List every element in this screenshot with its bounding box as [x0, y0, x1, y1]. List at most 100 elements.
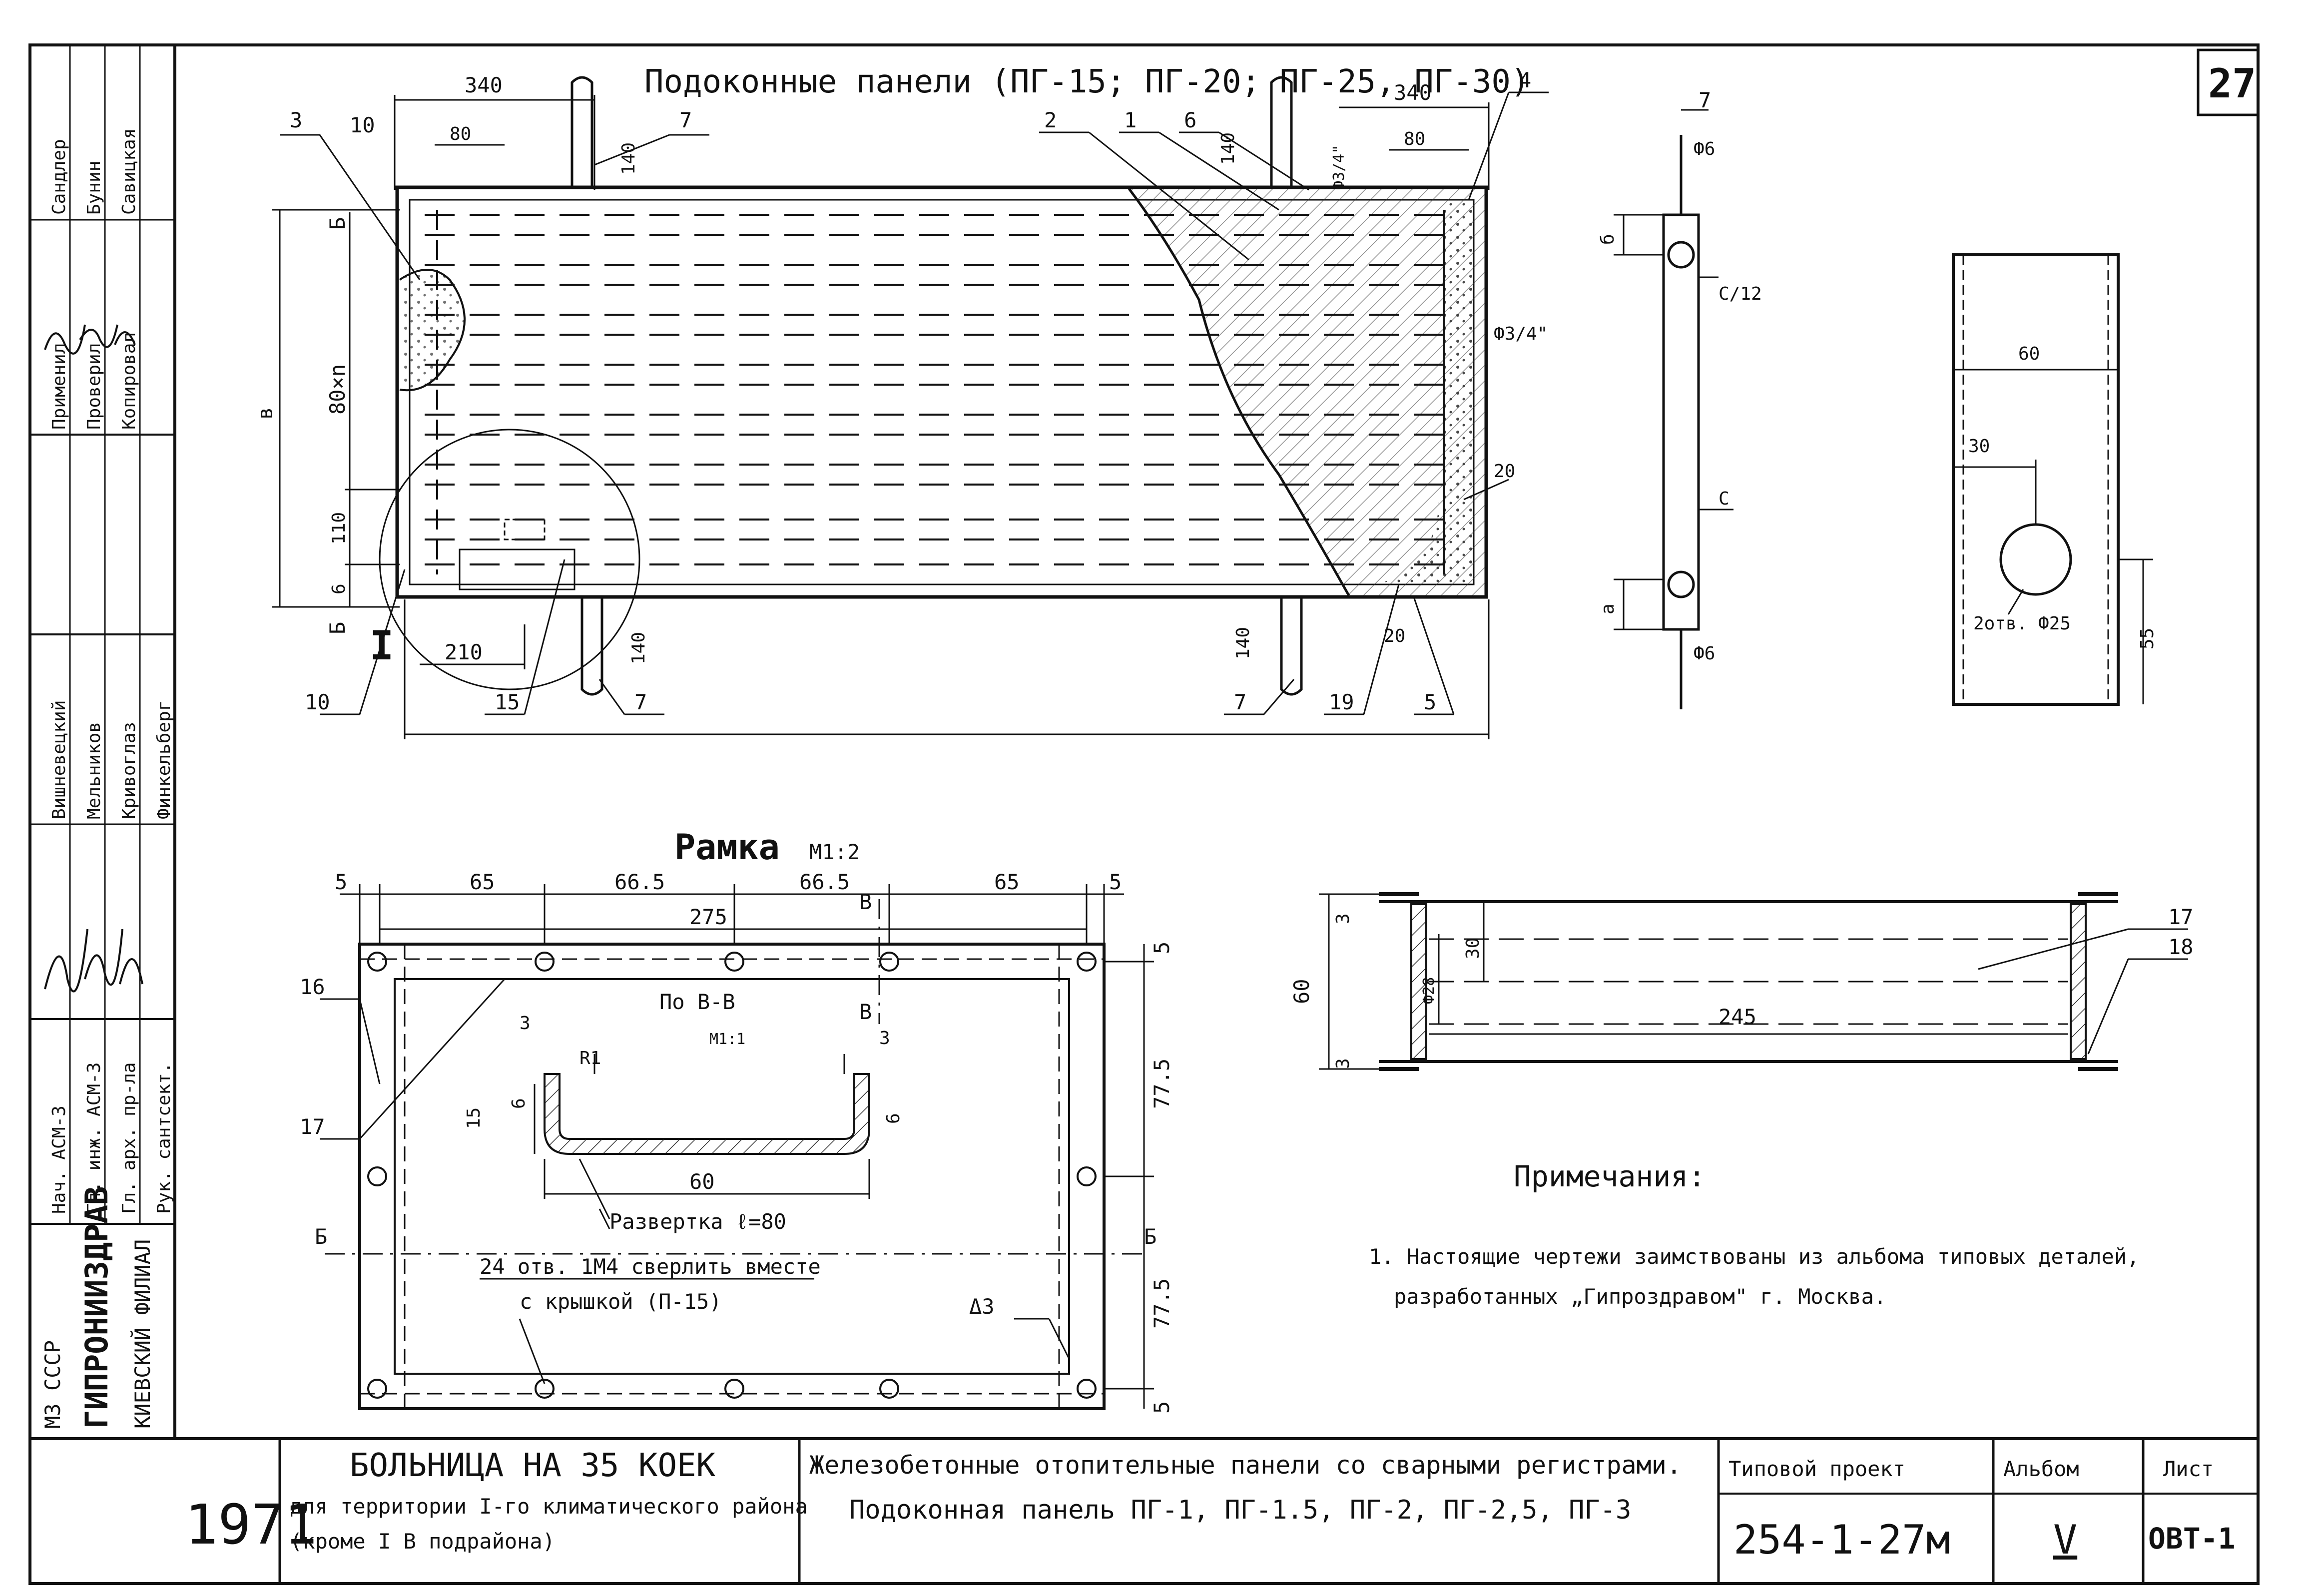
project-subtitle-1: для территории I-го климатического район…: [290, 1494, 808, 1519]
dim-6: 6: [329, 583, 349, 594]
frame-labels: 5 65 66.5 66.5 65 5 275 5 77.5 77.5 5 По…: [300, 870, 1174, 1414]
staff-block: Нач. АСМ-3 Гл. инж. АСМ-3 Гл. арх. пр-ла…: [44, 700, 174, 1214]
bracket-dim-c12: С/12: [1719, 284, 1762, 304]
sheet-number: 27: [2208, 60, 2256, 107]
callout-19: 19: [1329, 690, 1354, 714]
org-branch: КИЕВСКИЙ ФИЛИАЛ: [130, 1239, 155, 1429]
callout-15: 15: [495, 690, 520, 714]
frame-callout-16: 16: [300, 975, 325, 999]
callout-4: 4: [1519, 68, 1531, 92]
notes-line-2: разработанных „Гипроздравом" г. Москва.: [1394, 1284, 1886, 1309]
callout-2: 2: [1044, 108, 1057, 132]
holes-note-2: с крышкой (П-15): [520, 1289, 722, 1314]
channel-dim-3-bottom: 3: [1333, 1058, 1353, 1069]
dim-20-bottom: 20: [1384, 626, 1405, 646]
staff-role-1: Нач. АСМ-3: [49, 1105, 69, 1214]
drawing-title-1: Железобетонные отопительные панели со св…: [809, 1451, 1682, 1480]
dim-110: 110: [329, 512, 349, 544]
section-scale: М1:1: [709, 1031, 745, 1048]
dim-80xn: 80×n: [325, 364, 350, 415]
album-label: Альбом: [2003, 1457, 2079, 1481]
frame-dim-5-bottom: 5: [1150, 1401, 1174, 1414]
bracket-phi6-bottom: Ф6: [1694, 643, 1715, 664]
org-institute: ГИПРОНИИЗДРАВ: [78, 1186, 115, 1429]
holes-note-1: 24 отв. 1М4 сверлить вместе: [480, 1254, 821, 1279]
section-dim-r1: R1: [579, 1048, 601, 1068]
usage-name-3: Савицкая: [119, 128, 139, 215]
signatures-usage: [44, 324, 136, 355]
org-ministry: МЗ СССР: [40, 1340, 65, 1429]
dim-140-bottom-right: 140: [1233, 627, 1253, 659]
frame-dim-65-right: 65: [994, 870, 1020, 894]
panel-callouts: 1 2 3 4 5 6 7 7 7 10 10 15 19 I Б Б: [290, 68, 1531, 714]
cut-mark-B-right: Б: [1144, 1224, 1156, 1249]
dim-pipe-top: Ф3/4": [1330, 145, 1348, 190]
section-dim-15: 15: [464, 1107, 484, 1129]
sheet-value: ОВТ-1: [2148, 1522, 2236, 1556]
panel-title: Подоконные панели (ПГ-15; ПГ-20; ПГ-25, …: [644, 63, 1530, 100]
staff-name-3: Кривоглаз: [119, 722, 139, 819]
dim-pipe-right: Ф3/4": [1494, 324, 1548, 344]
plate-labels: 60 30 55 2отв. Ф25: [1968, 344, 2158, 649]
weld-symbol: Δ3: [969, 1294, 995, 1319]
channel-callout-17: 17: [2168, 905, 2194, 929]
signatures-staff: [44, 929, 143, 993]
frame-dim-275: 275: [689, 905, 727, 929]
plate-dim-55: 55: [2137, 628, 2158, 649]
frame-title: Рамка: [674, 827, 780, 868]
panel-outline: [379, 76, 1488, 696]
section-dim-6-left: 6: [509, 1098, 529, 1109]
frame-dim-665-left: 66.5: [614, 870, 665, 894]
usage-block: Применил Проверил Копировал Сандлер Буни…: [44, 128, 139, 430]
sheet-label: Лист: [2163, 1457, 2214, 1481]
section-mark-B-bottom: Б: [325, 622, 350, 634]
project-title: БОЛЬНИЦА НА 35 КОЕК: [350, 1447, 716, 1484]
bracket-callout-7: 7: [1699, 88, 1711, 112]
project-subtitle-2: (кроме I В подрайона): [290, 1529, 555, 1554]
section-dim-60: 60: [689, 1169, 715, 1194]
frame-view: [325, 899, 1144, 1410]
section-dim-3-right: 3: [879, 1028, 890, 1049]
type-project-label: Типовой проект: [1728, 1457, 1905, 1481]
dim-height: в: [253, 407, 277, 420]
organization-block: МЗ СССР ГИПРОНИИЗДРАВ КИЕВСКИЙ ФИЛИАЛ: [40, 1186, 155, 1429]
bracket-labels: 7 Ф6 Ф6 б С/12 С а: [1598, 88, 1762, 664]
callout-10-top: 10: [350, 113, 375, 137]
section-dim-6-right: 6: [883, 1113, 904, 1124]
frame-dim-5-right: 5: [1109, 870, 1122, 894]
cut-mark-V-bottom: В: [859, 1000, 872, 1024]
frame-dim-775-top: 77.5: [1150, 1059, 1174, 1109]
staff-name-2: Мельников: [84, 722, 104, 819]
dim-80-right: 80: [1404, 129, 1425, 149]
frame-scale: М1:2: [809, 840, 860, 864]
channel-dim-3-top: 3: [1333, 913, 1353, 924]
section-label: По В-В: [659, 990, 735, 1014]
frame-dim-65-left: 65: [470, 870, 495, 894]
frame-dim-775-bottom: 77.5: [1150, 1278, 1174, 1329]
frame-dimensions: [320, 884, 1154, 1409]
year: 1971: [185, 1493, 317, 1557]
dim-340-right: 340: [1394, 80, 1432, 105]
dim-140-top-right: 140: [1218, 132, 1238, 165]
staff-name-4: Финкельберг: [154, 700, 174, 819]
cut-mark-V-top: В: [859, 890, 872, 914]
channel-dim-30: 30: [1463, 938, 1483, 959]
usage-name-2: Бунин: [84, 161, 104, 215]
channel-labels: 3 3 30 60 245 Ф28 17 18: [1289, 905, 2194, 1069]
bracket-phi6-top: Ф6: [1694, 139, 1715, 159]
callout-6: 6: [1184, 108, 1196, 132]
section-dim-3-left: 3: [520, 1013, 531, 1034]
frame-callout-17: 17: [300, 1114, 325, 1139]
staff-name-1: Вишневецкий: [49, 700, 69, 819]
dim-140-bottom-left: 140: [628, 632, 649, 664]
section-mark-B-top: Б: [325, 217, 350, 230]
usage-name-1: Сандлер: [49, 139, 69, 215]
staff-role-4: Рук. сантсект.: [154, 1063, 174, 1214]
plate-holes: 2отв. Ф25: [1973, 613, 2071, 634]
panel-dimension-labels: 340 340 80 80 140 140 140 140 110 6 80×n…: [253, 73, 1548, 664]
bracket-dim-b: б: [1598, 234, 1618, 245]
callout-detail-I: I: [370, 622, 394, 669]
staff-role-3: Гл. арх. пр-ла: [119, 1063, 139, 1214]
notes-line-1: 1. Настоящие чертежи заимствованы из аль…: [1369, 1244, 2139, 1269]
